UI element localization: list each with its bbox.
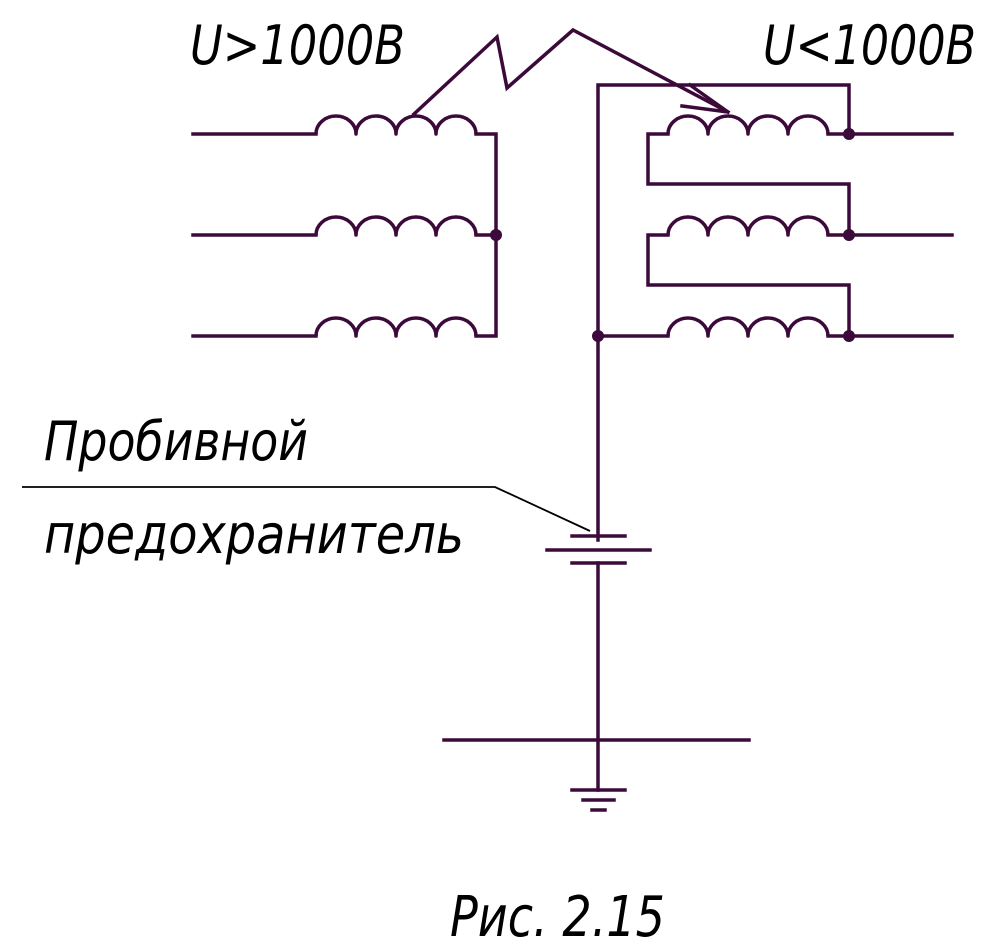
breakdown-arrowhead	[680, 82, 730, 114]
low-voltage-label: U<1000В	[763, 14, 976, 77]
secondary-node-3	[843, 330, 855, 342]
secondary-coil-3	[666, 316, 830, 338]
primary-star-point	[490, 229, 502, 241]
primary-coil-3	[314, 316, 478, 338]
figure-caption: Рис. 2.15	[450, 885, 665, 950]
secondary-right-bus	[596, 83, 851, 542]
fuse-leader-line	[22, 486, 591, 532]
primary-coil-1	[314, 114, 478, 136]
high-voltage-label: U>1000В	[190, 14, 405, 77]
primary-coil-2	[314, 215, 478, 237]
neutral-node	[592, 330, 604, 342]
secondary-node-1	[843, 128, 855, 140]
ground-icon	[570, 788, 627, 812]
secondary-node-2	[843, 229, 855, 241]
fuse-and-ground	[442, 534, 751, 812]
breakdown-arrow	[411, 27, 731, 117]
secondary-link-a	[646, 132, 851, 237]
secondary-winding-group	[592, 83, 954, 542]
fuse-label-line-1: Пробивной	[44, 410, 308, 473]
primary-winding-group	[191, 114, 502, 338]
fuse-label-line-2: предохранитель	[44, 503, 464, 566]
breakdown-zigzag	[411, 27, 731, 117]
secondary-coil-2	[666, 215, 830, 237]
secondary-link-b	[646, 233, 851, 338]
secondary-coil-1	[666, 114, 830, 136]
